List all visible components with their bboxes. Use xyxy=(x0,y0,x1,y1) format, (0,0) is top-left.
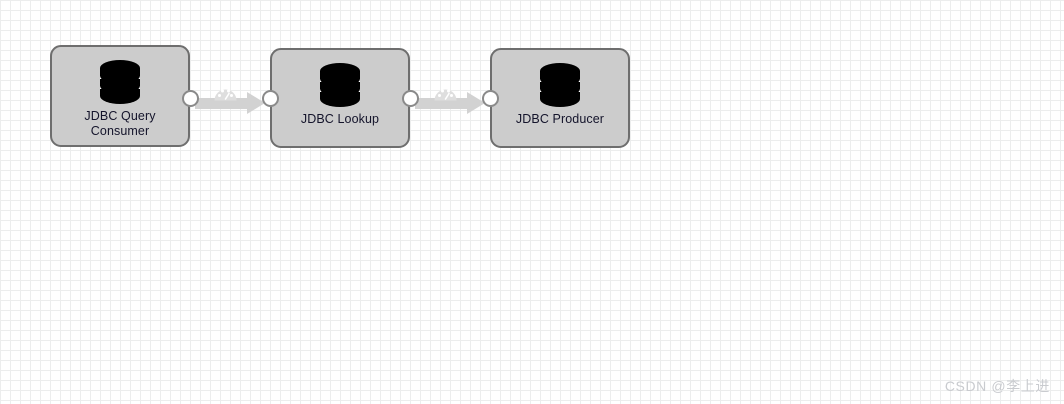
connector-lookup-to-producer[interactable] xyxy=(415,85,485,114)
database-icon xyxy=(95,59,145,105)
connector-line xyxy=(415,98,467,109)
pipeline-stage-label: JDBC Lookup xyxy=(300,112,380,126)
output-port-jdbc-query-consumer[interactable] xyxy=(182,90,199,107)
connector-consumer-to-lookup[interactable] xyxy=(195,85,265,114)
gauge-icon xyxy=(213,85,238,101)
pipeline-stage-jdbc-lookup[interactable]: JDBC Lookup xyxy=(270,48,410,148)
watermark-text: CSDN @李上进 xyxy=(944,378,1050,394)
input-port-jdbc-producer[interactable] xyxy=(482,90,499,107)
pipeline-stage-jdbc-producer[interactable]: JDBC Producer xyxy=(490,48,630,148)
gauge-icon xyxy=(433,85,458,101)
connector-arrowhead xyxy=(247,92,265,114)
connector-line xyxy=(195,98,247,109)
pipeline-stage-label: JDBC Query Consumer xyxy=(84,109,156,138)
database-icon xyxy=(315,62,365,108)
input-port-jdbc-lookup[interactable] xyxy=(262,90,279,107)
connector-arrowhead xyxy=(467,92,485,114)
pipeline-stage-label: JDBC Producer xyxy=(515,112,605,126)
pipeline-stage-jdbc-query-consumer[interactable]: JDBC Query Consumer xyxy=(50,45,190,147)
database-icon xyxy=(535,62,585,108)
output-port-jdbc-lookup[interactable] xyxy=(402,90,419,107)
